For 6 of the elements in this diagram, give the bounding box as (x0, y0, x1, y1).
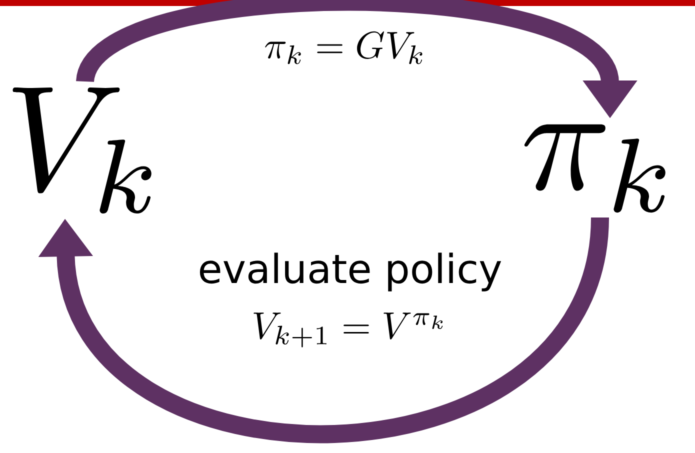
variable-symbol: $V_k$ (12, 88, 152, 214)
variable-symbol: $\pi_k$ (524, 124, 666, 213)
curved-arrow (38, 216, 609, 443)
edge-label: evaluate policy (196, 252, 504, 292)
formula-label: $V_{k+1} = V^{\pi_k}$ (250, 311, 450, 349)
edge-label: $\pi_k = GV_k$ (262, 31, 428, 65)
